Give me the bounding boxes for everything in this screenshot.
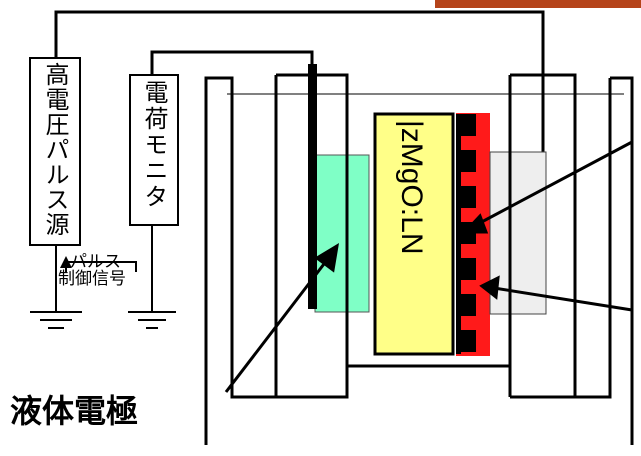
accent-bar <box>435 0 641 8</box>
monitor-wire <box>150 50 314 75</box>
monitor-text: 電荷モニタ <box>140 80 168 210</box>
pulse-control-label-2: 制御信号 <box>58 269 126 289</box>
crystal <box>373 112 455 356</box>
right-clamp <box>510 73 577 399</box>
liquid-electrode <box>314 154 370 313</box>
right-step <box>575 78 612 399</box>
control-arrow <box>60 256 72 268</box>
arrows <box>224 140 633 393</box>
pulse-control-label-1: パルス <box>70 252 121 272</box>
liquid-electrode-label: 液体電極 <box>10 392 139 430</box>
left-frame <box>204 76 276 445</box>
electrode-rod <box>308 64 317 309</box>
hv-source-label: 高電圧パルス源 <box>30 62 80 237</box>
monitor-box <box>129 74 179 226</box>
crystal-label: |zMgO:LN <box>395 120 428 255</box>
ground-symbol-right <box>128 311 176 329</box>
right-frame <box>610 76 634 445</box>
ground-symbol-left <box>30 311 82 329</box>
hv-source-text: 高電圧パルス源 <box>41 62 69 237</box>
hv-source-box <box>29 57 81 246</box>
right-block <box>489 151 547 315</box>
electrode-teeth <box>456 114 476 354</box>
monitor-label: 電荷モニタ <box>130 80 178 210</box>
